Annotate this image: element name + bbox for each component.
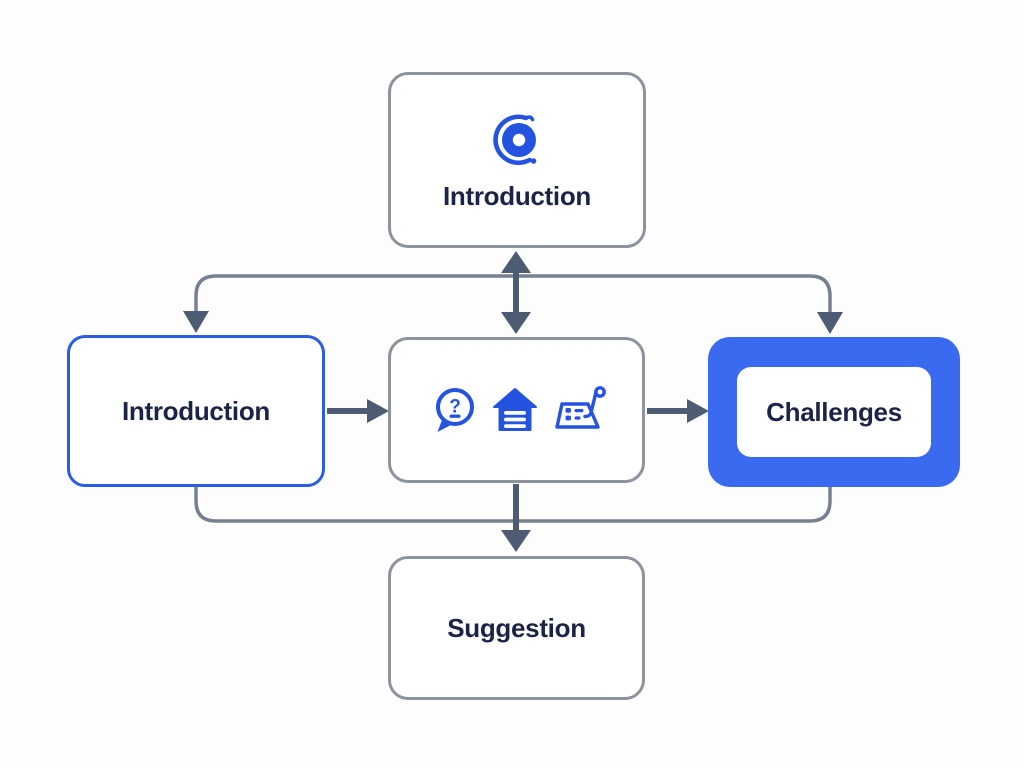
node-introduction-left: Introduction (67, 335, 325, 487)
node-challenges-inner-panel: Challenges (737, 367, 931, 457)
node-label: Challenges (766, 397, 902, 427)
svg-text:?: ? (449, 397, 461, 418)
node-suggestion: Suggestion (388, 556, 645, 700)
node-introduction-top: Introduction (388, 72, 646, 248)
disc-target-icon (489, 111, 545, 167)
node-label: Introduction (442, 181, 592, 211)
node-label: Introduction (121, 396, 271, 426)
home-list-icon (491, 386, 539, 434)
node-topics-center: ? (388, 337, 645, 483)
question-bubble-icon: ? (428, 384, 480, 436)
bottom-branch-line (194, 487, 832, 523)
node-challenges: Challenges (708, 337, 960, 487)
plan-flag-icon (550, 382, 606, 438)
top-branch-line (194, 274, 832, 313)
node-label: Suggestion (447, 613, 586, 643)
